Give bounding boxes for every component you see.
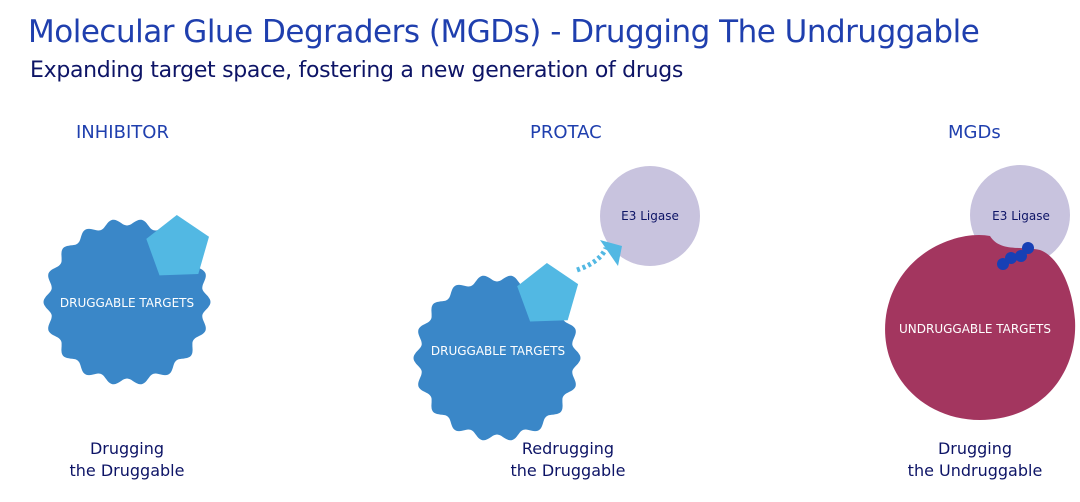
inhibitor-heading: INHIBITOR <box>76 122 169 143</box>
undruggable-target-shape <box>885 234 1076 420</box>
e3-ligase-circle <box>970 165 1070 265</box>
arrow-head-icon <box>600 240 622 266</box>
caption-line: Drugging <box>937 439 1013 458</box>
mgds-heading: MGDs <box>948 122 1001 143</box>
mgds-caption: Drugging the Undruggable <box>900 438 1050 482</box>
target-label: DRUGGABLE TARGETS <box>60 296 194 310</box>
protac-ligand-pentagon <box>517 263 579 322</box>
caption-line: the Undruggable <box>907 461 1043 480</box>
ligase-label: E3 Ligase <box>621 209 679 223</box>
caption-line: Redrugging <box>521 439 615 458</box>
ligase-label: E3 Ligase <box>992 209 1050 223</box>
target-label: UNDRUGGABLE TARGETS <box>899 322 1051 336</box>
inhibitor-ligand-pentagon <box>146 215 209 276</box>
caption-line: the Druggable <box>69 461 185 480</box>
caption-line: Drugging <box>89 439 165 458</box>
inhibitor-caption: Drugging the Druggable <box>67 438 187 482</box>
e3-ligase-circle <box>600 166 700 266</box>
page-subtitle: Expanding target space, fostering a new … <box>30 58 684 83</box>
target-label: DRUGGABLE TARGETS <box>431 344 565 358</box>
linker-dashes <box>576 246 609 273</box>
page-title: Molecular Glue Degraders (MGDs) - Druggi… <box>28 14 980 50</box>
protac-caption: Redrugging the Druggable <box>508 438 628 482</box>
molecular-glue <box>997 242 1034 270</box>
caption-line: the Druggable <box>510 461 626 480</box>
protac-heading: PROTAC <box>530 122 602 143</box>
